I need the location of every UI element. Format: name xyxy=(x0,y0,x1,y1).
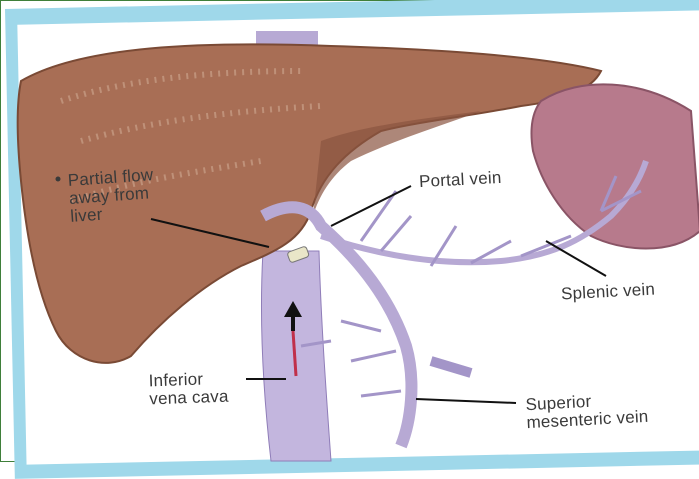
label-inferior-vena-cava: Inferior vena cava xyxy=(148,370,229,409)
leader-portal-vein xyxy=(331,186,411,226)
label-superior-mesenteric-vein: Superior mesenteric vein xyxy=(525,390,649,432)
bullet-dot xyxy=(56,177,61,182)
inferior-vena-cava xyxy=(261,251,331,461)
sm-vein-trunk xyxy=(431,361,471,373)
image-frame: Partial flow away from liver Portal vein… xyxy=(0,0,699,462)
leader-splenic-vein xyxy=(546,241,606,276)
label-partial-flow: Partial flow away from liver xyxy=(67,166,156,226)
spleen xyxy=(531,84,699,248)
leader-sm-vein xyxy=(416,399,516,403)
